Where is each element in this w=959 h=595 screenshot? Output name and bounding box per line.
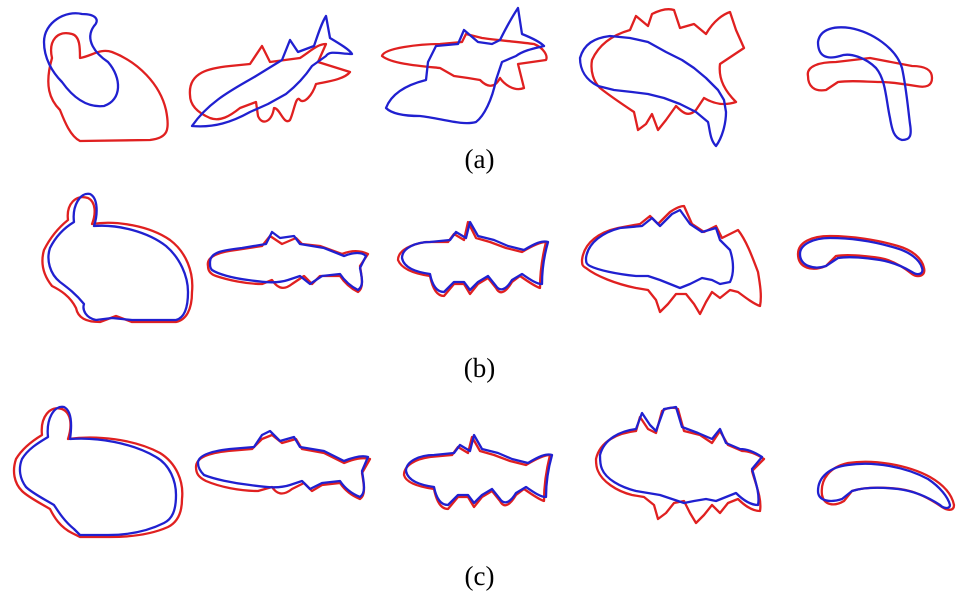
row-b-contours	[41, 192, 926, 324]
row-a-caption: (a)	[464, 144, 495, 174]
row-c-caption: (c)	[464, 561, 495, 591]
row-a-fish-1-contour-blue	[190, 14, 354, 128]
row-b-fish-3-contour-red	[580, 204, 762, 316]
row-b-hook-pair	[796, 234, 926, 278]
row-b-hook-contour-red	[796, 234, 926, 278]
row-c-rabbit-contour-red	[12, 407, 184, 539]
row-b-rabbit-pair	[41, 192, 194, 324]
row-b-fish-2-pair	[396, 220, 550, 298]
row-a-contours	[42, 6, 934, 148]
row-b-fish-1-contour-blue	[208, 230, 368, 292]
row-c-fish-3-contour-blue	[598, 405, 764, 507]
row-b-fish-2-contour-red	[396, 220, 548, 298]
row-b-rabbit-contour-red	[41, 195, 194, 324]
row-c-hook-contour-blue	[816, 462, 952, 510]
row-c-fish-3-pair	[594, 405, 766, 525]
row-c-fish-1-contour-red	[194, 433, 372, 501]
row-b-hook-contour-blue	[798, 236, 924, 276]
row-c-fish-2-contour-red	[402, 435, 552, 511]
row-a-fish-3-contour-blue	[578, 34, 728, 148]
row-a-fish-2-contour-blue	[384, 6, 546, 125]
row-a-hook-contour-blue	[816, 26, 912, 142]
row-a-fish-1-contour-red	[188, 42, 352, 123]
row-a-rabbit-contour-red	[47, 31, 169, 143]
row-b-fish-1-contour-red	[206, 234, 370, 294]
row-a-hook-contour-red	[806, 56, 934, 92]
row-a-rabbit-pair	[42, 12, 169, 143]
row-b-rabbit-contour-blue	[47, 192, 190, 322]
row-b-fish-2-contour-blue	[400, 220, 550, 294]
row-c-fish-2-pair	[402, 433, 554, 511]
row-a-fish-3-contour-red	[590, 8, 746, 132]
row-a-fish-1-pair	[188, 14, 354, 128]
row-c-fish-1-pair	[194, 429, 372, 501]
row-a-hook-pair	[806, 26, 934, 142]
row-c-fish-3-contour-red	[594, 406, 766, 525]
row-c-hook-pair	[816, 460, 956, 511]
row-a-fish-2-pair	[380, 6, 548, 125]
row-b-fish-1-pair	[206, 230, 370, 294]
row-b-fish-3-pair	[580, 204, 762, 316]
row-b-fish-3-contour-blue	[584, 208, 735, 290]
row-c-rabbit-pair	[12, 405, 184, 539]
row-a-fish-2-contour-red	[380, 32, 548, 91]
row-c-fish-2-contour-blue	[404, 433, 554, 507]
row-c-rabbit-contour-blue	[18, 405, 178, 537]
row-a-rabbit-contour-blue	[42, 12, 120, 108]
row-c-fish-1-contour-blue	[196, 429, 370, 499]
row-b-caption: (b)	[463, 353, 496, 383]
row-a-fish-3-pair	[578, 8, 746, 148]
row-c-contours	[12, 405, 956, 539]
